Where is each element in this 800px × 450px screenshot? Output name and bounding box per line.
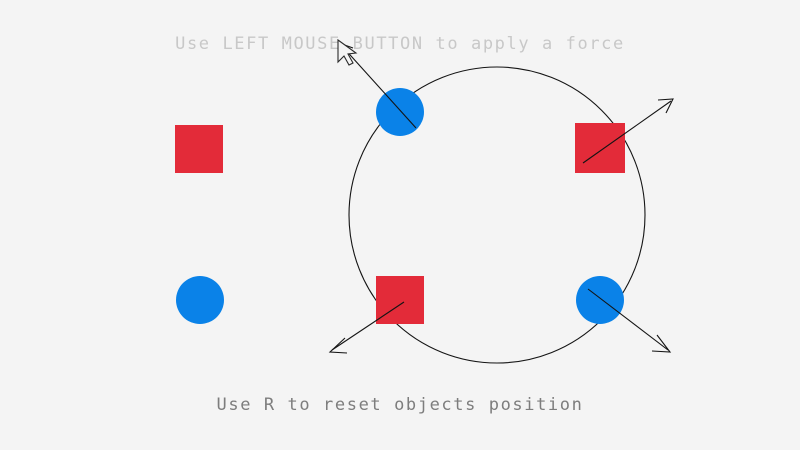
force-arrowhead-down-right xyxy=(651,334,672,353)
mouse-cursor-icon xyxy=(337,38,358,66)
orbit-blue-circle-right[interactable] xyxy=(576,276,624,324)
orbit-red-square-right[interactable] xyxy=(575,123,625,173)
free-blue-circle[interactable] xyxy=(176,276,224,324)
free-red-square[interactable] xyxy=(175,125,223,173)
orbit-blue-circle-top[interactable] xyxy=(376,88,424,136)
orbit-red-square-bottom[interactable] xyxy=(376,276,424,324)
constraint-circle xyxy=(348,66,646,364)
force-arrowhead-up-right xyxy=(657,98,674,114)
force-arrowhead-down-left xyxy=(328,337,348,354)
hint-bottom-text: Use R to reset objects position xyxy=(217,395,584,415)
hint-top-text: Use LEFT MOUSE BUTTON to apply a force xyxy=(175,34,625,54)
force-vector-down-left xyxy=(331,301,405,351)
force-vector-up-left xyxy=(341,45,417,129)
force-vector-up-right xyxy=(582,100,672,164)
force-vector-down-right xyxy=(587,288,669,351)
